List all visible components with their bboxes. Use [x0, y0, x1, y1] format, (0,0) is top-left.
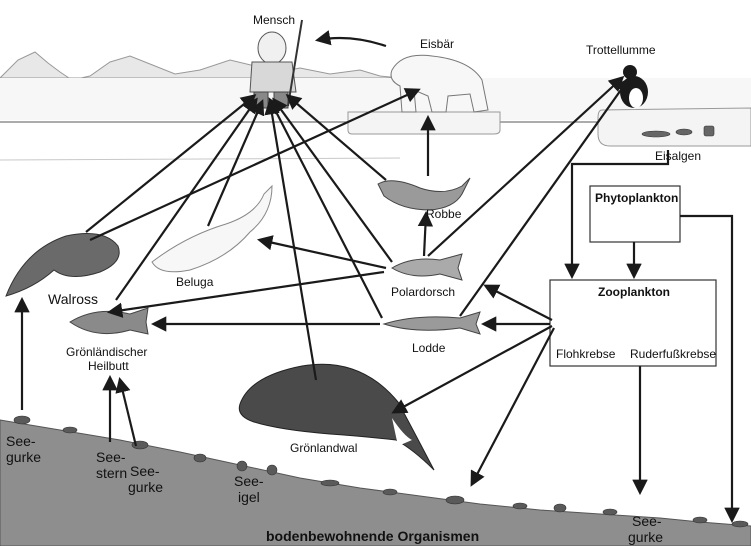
arrow-wal-mensch: [264, 98, 318, 381]
label-seegurke-mid-2: gurke: [128, 479, 163, 495]
label-seeigel-1: See-: [234, 473, 264, 489]
phytoplankton-box: [589, 185, 681, 243]
arrow-zoo-polardorsch: [483, 284, 553, 321]
arrow-heilbutt-mensch: [115, 97, 258, 301]
arrow-eisbaer-mensch: [314, 30, 387, 48]
arrow-seegurke-heilbutt: [115, 377, 138, 447]
label-zooplankton: Zooplankton: [598, 285, 670, 299]
label-mensch: Mensch: [253, 13, 295, 27]
label-seegurke-mid-1: See-: [130, 463, 160, 479]
label-groenlandwal: Grönlandwal: [290, 441, 357, 455]
label-polardorsch: Polardorsch: [391, 285, 455, 299]
halibut: [69, 307, 149, 335]
ice-shelf-line: [0, 157, 401, 161]
label-eisbaer: Eisbär: [420, 37, 454, 51]
labels: Mensch Eisbär Trottellumme Eisalgen Robb…: [6, 13, 716, 545]
label-seeigel-2: igel: [238, 489, 260, 505]
bowhead-whale: [238, 363, 435, 471]
label-seestern-1: See-: [96, 449, 126, 465]
arrow-walross-eisbaer: [89, 88, 421, 242]
label-seegurke-left-2: gurke: [6, 449, 41, 465]
capelin: [382, 311, 481, 335]
label-eisalgen: Eisalgen: [655, 149, 701, 163]
arrow-eisalgen-zoo: [564, 150, 670, 280]
label-flohkrebse: Flohkrebse: [556, 347, 616, 361]
seal: [377, 177, 471, 211]
label-seegurke-right-2: gurke: [628, 529, 663, 545]
arrow-zoo-wal: [391, 325, 553, 414]
label-seegurke-left-1: See-: [6, 433, 36, 449]
arrow-zoo-benthos: [470, 327, 555, 487]
ice-floe-right: [597, 107, 751, 147]
label-seestern-2: stern: [96, 465, 127, 481]
arrow-polardorsch-robbe: [417, 210, 434, 257]
label-heilbutt-line1: Grönländischer: [66, 345, 147, 359]
mountains: [0, 51, 401, 81]
arrow-walross-mensch: [85, 94, 257, 233]
arrow-polardorsch-beluga: [256, 235, 387, 270]
walrus: [5, 233, 120, 297]
label-beluga: Beluga: [176, 275, 214, 289]
ice-algae: [641, 125, 715, 138]
arrow-polardorsch-lumme: [427, 75, 625, 257]
polar-bear: [390, 54, 489, 113]
label-heilbutt-line2: Heilbutt: [88, 359, 129, 373]
arrow-beluga-mensch: [206, 99, 265, 227]
label-phytoplankton: Phytoplankton: [595, 191, 678, 205]
murre-bird: [620, 65, 648, 108]
food-web-arrows: [14, 30, 740, 524]
arrow-robbe-mensch: [285, 93, 387, 181]
arrow-phyto-seegurke: [680, 214, 740, 524]
arrow-lodde-lumme: [459, 77, 630, 317]
ice-floe-left: [347, 111, 501, 135]
arrow-lodde-mensch: [268, 97, 383, 319]
label-seegurke-right-1: See-: [632, 513, 662, 529]
label-ruderfusskrebse: Ruderfußkrebse: [630, 347, 716, 361]
label-footer: bodenbewohnende Organismen: [266, 528, 479, 544]
arrow-polardorsch-heilbutt: [106, 270, 385, 318]
beluga-whale: [151, 184, 273, 273]
label-trottellumme: Trottellumme: [586, 43, 656, 57]
arctic-cod: [391, 253, 463, 281]
label-walross: Walross: [48, 291, 98, 307]
label-lodde: Lodde: [412, 341, 446, 355]
arrow-polardorsch-mensch: [272, 97, 393, 263]
seafloor-slope: [0, 419, 751, 546]
label-robbe: Robbe: [426, 207, 462, 221]
